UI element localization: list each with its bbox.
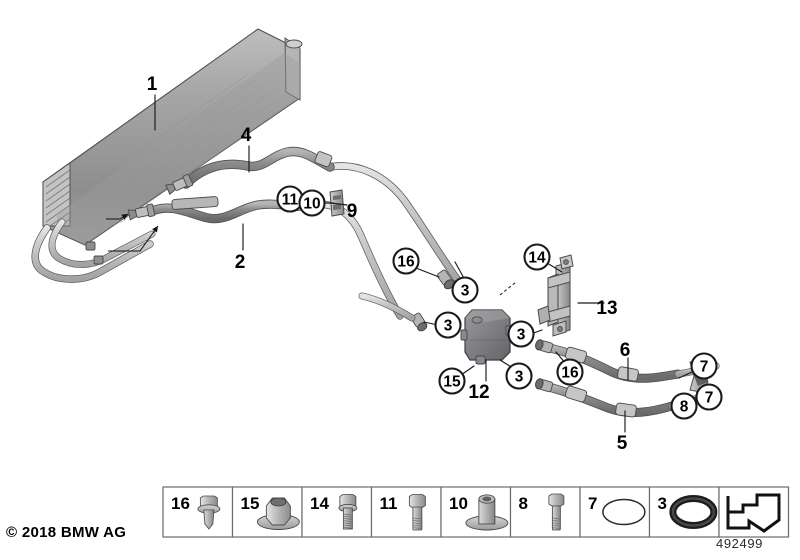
callout-label: 15 [443, 374, 461, 391]
nut-with-washer-icon [256, 497, 300, 530]
fitting-upper-left [165, 173, 194, 195]
callout-11-8[interactable]: 11 [276, 185, 304, 213]
callout-15-15[interactable]: 15 [438, 367, 466, 395]
callout-6-5[interactable]: 6 [620, 340, 631, 361]
callout-circle [451, 276, 479, 304]
mounting-bracket [537, 254, 574, 337]
bent-arrow-icon [726, 493, 781, 533]
leader-line-7 [678, 370, 695, 379]
callout-label: 8 [680, 399, 689, 416]
callout-label: 3 [444, 318, 453, 335]
leader-line-14 [546, 262, 563, 273]
callout-circle [523, 243, 551, 271]
oil-cooler-line-upper [165, 146, 466, 290]
legend-box-14[interactable] [301, 486, 373, 538]
callout-3-14[interactable]: 3 [505, 362, 533, 390]
leader-line-9 [330, 202, 348, 206]
callout-label: 3 [515, 369, 524, 386]
fitting-16-upper [436, 269, 455, 290]
callout-circle [695, 383, 723, 411]
callout-label: 14 [528, 250, 546, 267]
callout-10-9[interactable]: 10 [298, 189, 326, 217]
bolt-with-flange-icon [197, 495, 221, 530]
callout-1-0[interactable]: 1 [147, 74, 158, 95]
callout-label: 9 [347, 201, 358, 222]
legend-number-8: 8 [519, 494, 528, 513]
legend-number-3: 3 [658, 494, 667, 513]
callout-circle [392, 247, 420, 275]
callout-label: 3 [461, 283, 470, 300]
cooler-outlet-pipes [31, 218, 156, 283]
callout-16-10[interactable]: 16 [392, 247, 420, 275]
hex-bolt-slim-icon [548, 493, 565, 531]
oil-cooler-radiator [42, 28, 303, 246]
rivet-grommet-icon [465, 494, 509, 531]
fitting-right-lower [535, 378, 554, 393]
callout-label: 7 [700, 359, 709, 376]
callout-12-7[interactable]: 12 [468, 382, 489, 403]
callout-5-6[interactable]: 5 [617, 433, 628, 454]
fitting-lower-left [127, 203, 156, 221]
callout-label: 5 [617, 433, 628, 454]
callout-label: 1 [147, 74, 158, 95]
callout-label: 6 [620, 340, 631, 361]
callout-9-3[interactable]: 9 [347, 201, 358, 222]
callout-label: 7 [705, 390, 714, 407]
callout-label: 10 [303, 196, 320, 213]
legend-box-16[interactable] [162, 486, 234, 538]
o-ring-thin-icon [602, 498, 646, 526]
callout-14-16[interactable]: 14 [523, 243, 551, 271]
legend-number-7: 7 [588, 494, 597, 513]
legend-box-7[interactable] [579, 486, 651, 538]
callout-label: 11 [282, 192, 299, 209]
callout-circle [438, 367, 466, 395]
callout-8-20[interactable]: 8 [670, 392, 698, 420]
legend-number-15: 15 [241, 494, 260, 513]
callout-circle [505, 362, 533, 390]
callout-label: 16 [561, 365, 579, 382]
callout-7-19[interactable]: 7 [695, 383, 723, 411]
copyright-notice: © 2018 BMW AG [6, 524, 127, 541]
diagram-number: 492499 [716, 536, 763, 551]
callout-label: 12 [468, 382, 489, 403]
callout-circle [298, 189, 326, 217]
leader-line-16 [415, 267, 440, 278]
callout-label: 13 [596, 298, 617, 319]
line-clamp-bracket [329, 189, 345, 217]
callout-label: 3 [517, 327, 526, 344]
callout-3-11[interactable]: 3 [451, 276, 479, 304]
pipe-into-valve-left [358, 292, 416, 322]
hex-bolt-icon [408, 494, 426, 531]
o-ring-thick-icon [669, 495, 718, 529]
callout-label: 16 [397, 254, 415, 271]
callout-7-18[interactable]: 7 [690, 352, 718, 380]
callout-circle [670, 392, 698, 420]
callout-16-17[interactable]: 16 [556, 358, 584, 386]
callout-3-12[interactable]: 3 [434, 311, 462, 339]
callout-circle [690, 352, 718, 380]
callout-2-2[interactable]: 2 [235, 252, 246, 273]
legend-number-10: 10 [449, 494, 468, 513]
legend-parts-bar: 16 15 14 11 10 8 7 3 [162, 486, 790, 538]
callout-4-1[interactable]: 4 [241, 125, 252, 146]
callout-3-13[interactable]: 3 [507, 320, 535, 348]
legend-number-16: 16 [171, 494, 190, 513]
legend-number-11: 11 [380, 494, 398, 513]
callout-circle [434, 311, 462, 339]
fitting-right-upper [535, 339, 554, 354]
callout-13-4[interactable]: 13 [596, 298, 617, 319]
thermostat-valve-block [460, 309, 516, 365]
callout-label: 4 [241, 125, 252, 146]
callout-circle [556, 358, 584, 386]
legend-box-11[interactable] [370, 486, 442, 538]
callout-label: 2 [235, 252, 246, 273]
callout-circle [507, 320, 535, 348]
threaded-screw-icon [338, 494, 358, 530]
legend-number-14: 14 [310, 494, 329, 513]
